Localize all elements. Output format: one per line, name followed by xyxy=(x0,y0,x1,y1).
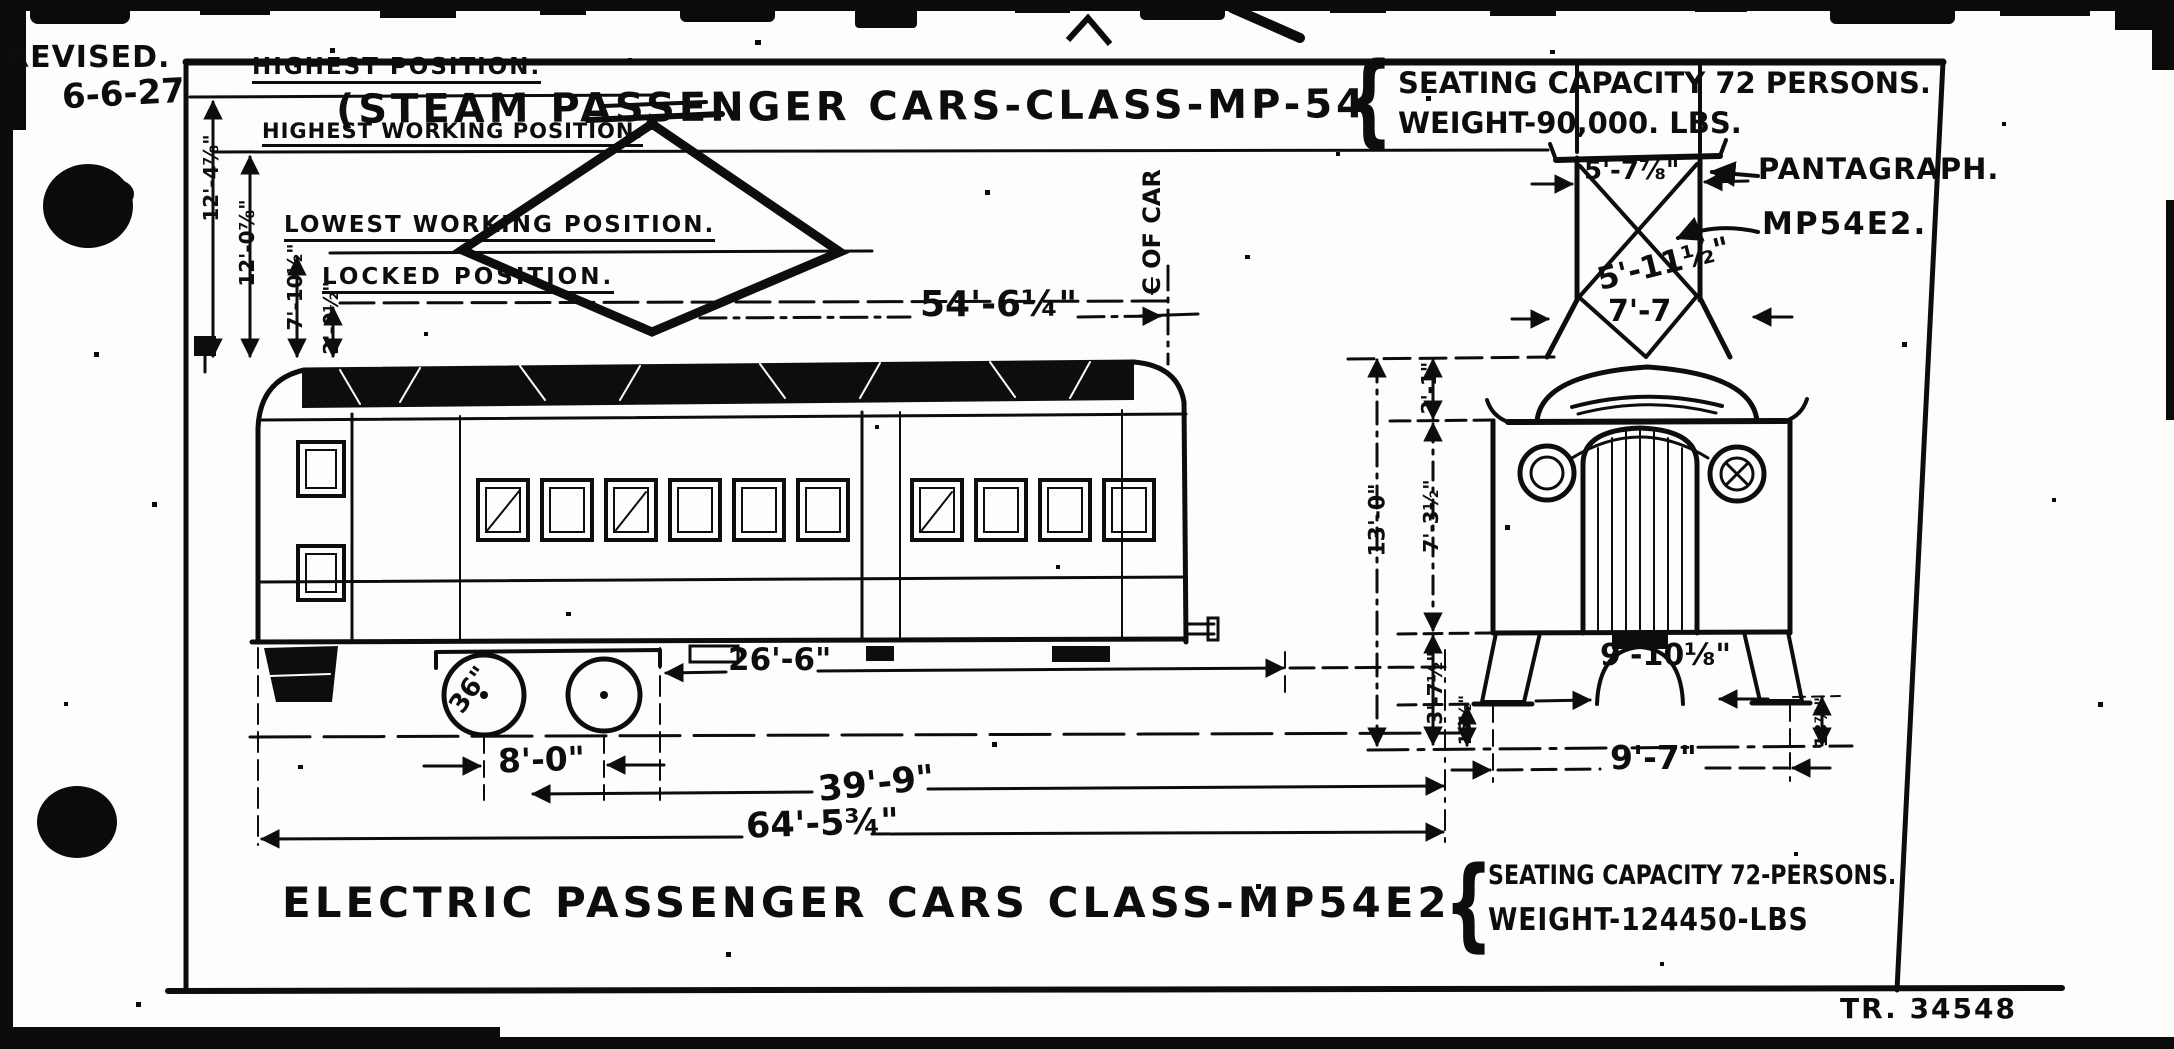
header-seating-capacity: SEATING CAPACITY 72 PERSONS. xyxy=(1398,66,1931,100)
dim-roof-crown: 2'-1" xyxy=(1417,361,1441,415)
centerline-symbol: C xyxy=(1138,277,1166,295)
dim-wheelbase: 8'-0" xyxy=(497,738,586,781)
pantagraph-label: PANTAGRAPH. xyxy=(1758,152,2000,186)
footer-brace: { xyxy=(1444,844,1494,963)
dim-highest-position: 12'-4⅞" xyxy=(199,134,223,222)
dim-body-side-height: 7'-3½" xyxy=(1419,479,1443,553)
dim-overall-length: 64'-5¾" xyxy=(745,801,900,847)
revised-date: 6-6-27 xyxy=(61,70,186,118)
front-view-drawing xyxy=(1366,62,1854,752)
header-brace: { xyxy=(1344,40,1394,159)
dim-pantograph-width: 5'-7⅞" xyxy=(1584,156,1680,186)
dim-roof-width: 7'-7 xyxy=(1608,294,1672,329)
side-view-dimensions xyxy=(257,264,1447,849)
dim-locked: 2'-0½" xyxy=(319,281,343,355)
highest-position-label: HIGHEST POSITION. xyxy=(252,54,542,84)
centerline-of-car-label: C OF CAR xyxy=(1138,169,1166,295)
dim-rail-to-roof: 13'-0" xyxy=(1365,483,1391,557)
side-view-drawing xyxy=(194,336,1462,739)
pantograph-position-lines xyxy=(188,93,1550,358)
dim-highest-working: 12'-0⅞" xyxy=(235,199,259,287)
header-weight: WEIGHT-90,000. LBS. xyxy=(1398,106,1742,140)
pantograph-diamond xyxy=(452,100,850,337)
locked-position-label: LOCKED POSITION. xyxy=(322,264,615,294)
pantagraph-model-label: MP54E2. xyxy=(1762,206,1928,242)
footer-seating-capacity: SEATING CAPACITY 72-PERSONS. xyxy=(1488,860,1897,891)
dim-body-length: 54'-6¼" xyxy=(920,284,1078,325)
dim-width-over-legs: 9'-10⅛" xyxy=(1600,638,1731,673)
dim-floor-to-rail: 3'-7½" xyxy=(1423,651,1447,725)
dim-body-width: 9'-7" xyxy=(1610,738,1697,777)
hole-punch xyxy=(37,164,134,858)
dim-truck-centers: 26'-6" xyxy=(728,642,832,678)
highest-working-position-label: HIGHEST WORKING POSITION. xyxy=(262,119,644,147)
dim-step-height: 15½" xyxy=(1456,694,1476,746)
dim-right-clearance: 13⅞" xyxy=(1812,696,1832,748)
lowest-working-position-label: LOWEST WORKING POSITION. xyxy=(284,212,716,242)
dim-lowest-working: 7'-10½" xyxy=(283,243,307,331)
drawing-number: TR. 34548 xyxy=(1840,992,2017,1025)
footer-title-electric: ELECTRIC PASSENGER CARS CLASS-MP54E2 xyxy=(282,878,1451,927)
frame-border xyxy=(165,58,2065,994)
footer-weight: WEIGHT-124450-LBS xyxy=(1488,902,1809,938)
front-view-dimensions xyxy=(1346,161,1841,783)
revised-label: REVISED. xyxy=(6,40,171,75)
